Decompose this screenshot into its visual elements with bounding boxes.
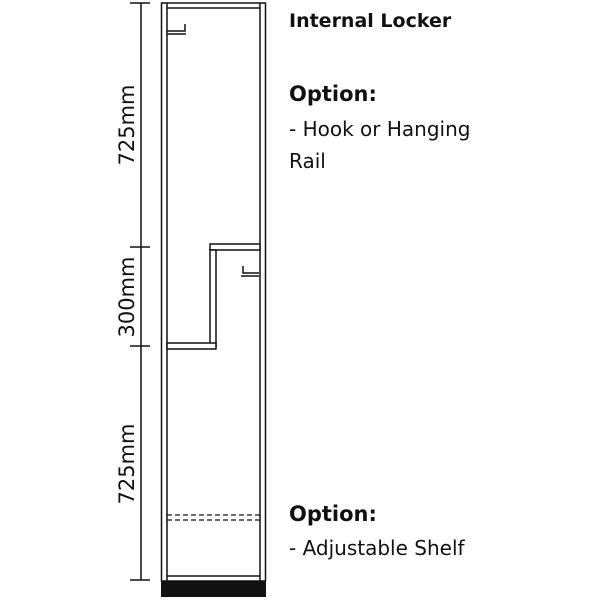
plinth (161, 581, 266, 597)
hook-icon (241, 266, 259, 277)
option-text: - Adjustable Shelf (289, 536, 465, 560)
shelf-divider (166, 243, 261, 350)
option-heading: Option: (289, 502, 377, 526)
adjustable-shelf-dashed (167, 514, 260, 521)
option-heading: Option: (289, 82, 377, 106)
dimension-bottom: 725mm (115, 424, 139, 505)
dimension-top: 725mm (115, 85, 139, 166)
dimension-middle: 300mm (115, 257, 139, 338)
cabinet (160, 2, 267, 582)
option-text: Rail (289, 149, 326, 173)
option-text: - Hook or Hanging (289, 117, 471, 141)
diagram-title: Internal Locker (289, 10, 452, 32)
dimension-line (130, 2, 150, 581)
hook-icon (167, 24, 186, 35)
